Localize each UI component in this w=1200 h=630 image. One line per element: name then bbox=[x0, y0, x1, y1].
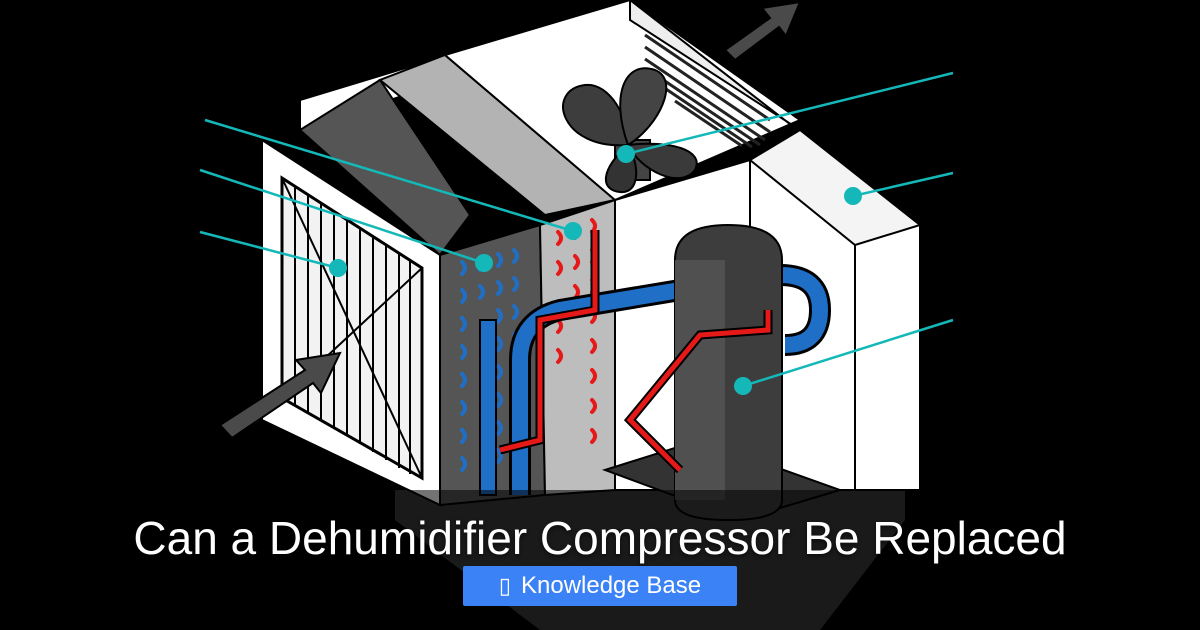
fan bbox=[562, 67, 698, 194]
exhaust-vent-slots bbox=[644, 33, 771, 149]
air-filter-grille bbox=[280, 175, 424, 481]
exhaust-arrow bbox=[723, 0, 802, 62]
page-title: Can a Dehumidifier Compressor Be Replace… bbox=[133, 512, 1067, 564]
title-overlay-band bbox=[0, 490, 1200, 630]
condenser-coil bbox=[538, 198, 616, 497]
category-label: Knowledge Base bbox=[520, 572, 702, 599]
callout-lines bbox=[199, 71, 954, 388]
category-badge[interactable]: ▯ Knowledge Base bbox=[463, 566, 737, 606]
intake-arrow bbox=[218, 351, 342, 440]
book-icon: ▯ bbox=[498, 573, 511, 598]
compressor bbox=[674, 223, 783, 522]
evaporator-top-duct bbox=[298, 78, 472, 257]
right-side-panel bbox=[748, 128, 923, 247]
callout-dots bbox=[329, 145, 862, 395]
